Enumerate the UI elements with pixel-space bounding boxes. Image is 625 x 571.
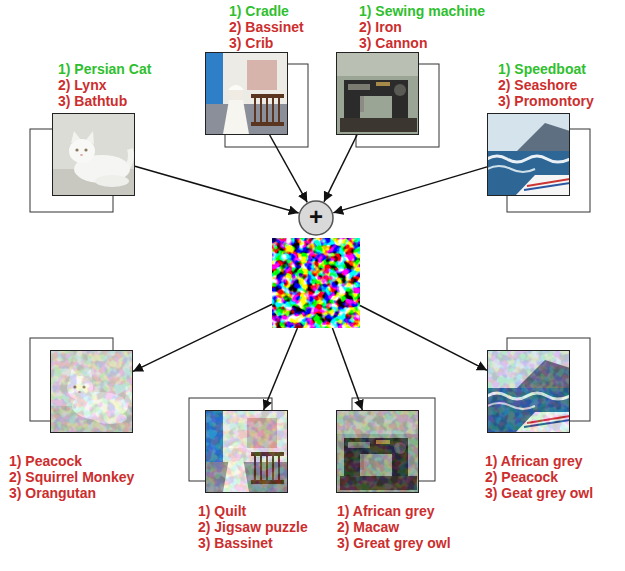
cradle-photo [205,52,288,135]
prediction-label: 2) Macaw [337,519,451,535]
circle-shape [299,201,333,235]
boat-photo [487,350,570,433]
image-box: 1) Speedboat2) Seashore3) Promontory [487,113,570,196]
image-box: 1) Quilt2) Jigsaw puzzle3) Bassinet [205,410,288,493]
perturbation-noise [272,238,360,328]
flow-arrow [264,328,298,410]
flow-arrow [324,135,357,202]
prediction-label: 2) Lynx [58,77,151,93]
cat-photo [50,350,133,433]
sewing-photo [336,410,419,493]
noise-overlay [487,350,570,433]
prediction-label: 2) Bassinet [229,19,304,35]
image-box: 1) Cradle2) Bassinet3) Crib [205,52,288,135]
flow-arrow [332,328,362,410]
prediction-list: 1) Sewing machine2) Iron3) Cannon [359,3,485,51]
sewing-photo [336,52,419,135]
prediction-list: 1) Speedboat2) Seashore3) Promontory [498,61,594,109]
cat-photo [52,113,135,196]
boat-photo [487,113,570,196]
prediction-label: 1) African grey [485,453,593,469]
prediction-label: 1) Speedboat [498,61,594,77]
noise-image [272,238,360,328]
prediction-label: 3) Cannon [359,35,485,51]
prediction-list: 1) Peacock2) Squirrel Monkey3) Orangutan [9,453,134,501]
prediction-label: 3) Geat grey owl [485,485,593,501]
noise-overlay [50,350,133,433]
prediction-label: 3) Bathtub [58,93,151,109]
prediction-label: 1) Quilt [198,503,308,519]
flow-arrow [333,167,487,213]
image-box: 1) African grey2) Peacock3) Geat grey ow… [487,350,570,433]
image-box: 1) African grey2) Macaw3) Great grey owl [336,410,419,493]
prediction-label: 2) Peacock [485,469,593,485]
image-box: 1) Peacock2) Squirrel Monkey3) Orangutan [50,350,133,433]
prediction-list: 1) Quilt2) Jigsaw puzzle3) Bassinet [198,503,308,551]
flow-arrow [360,305,487,370]
prediction-label: 3) Great grey owl [337,535,451,551]
prediction-label: 3) Promontory [498,93,594,109]
noise-overlay [336,410,419,493]
prediction-label: 2) Iron [359,19,485,35]
prediction-list: 1) African grey2) Macaw3) Great grey owl [337,503,451,551]
prediction-label: 2) Squirrel Monkey [9,469,134,485]
bracket-lines [30,64,590,481]
flow-arrow [133,304,272,371]
noise-overlay [205,410,288,493]
prediction-label: 3) Crib [229,35,304,51]
original-images [52,52,570,196]
image-box: 1) Sewing machine2) Iron3) Cannon [336,52,419,135]
prediction-list: 1) Cradle2) Bassinet3) Crib [229,3,304,51]
prediction-label: 1) African grey [337,503,451,519]
prediction-list: 1) African grey2) Peacock3) Geat grey ow… [485,453,593,501]
prediction-label: 1) Persian Cat [58,61,151,77]
prediction-label: 3) Bassinet [198,535,308,551]
prediction-label: 2) Seashore [498,77,594,93]
flow-arrow [270,135,308,202]
prediction-label: 3) Orangutan [9,485,134,501]
sum-circle: + [298,200,334,236]
cradle-photo [205,410,288,493]
prediction-list: 1) Persian Cat2) Lynx3) Bathtub [58,61,151,109]
prediction-label: 1) Sewing machine [359,3,485,19]
prediction-label: 2) Jigsaw puzzle [198,519,308,535]
flow-arrow [135,166,299,213]
prediction-label: 1) Peacock [9,453,134,469]
image-box: 1) Persian Cat2) Lynx3) Bathtub [52,113,135,196]
prediction-label: 1) Cradle [229,3,304,19]
operator-symbol: + [298,200,334,234]
